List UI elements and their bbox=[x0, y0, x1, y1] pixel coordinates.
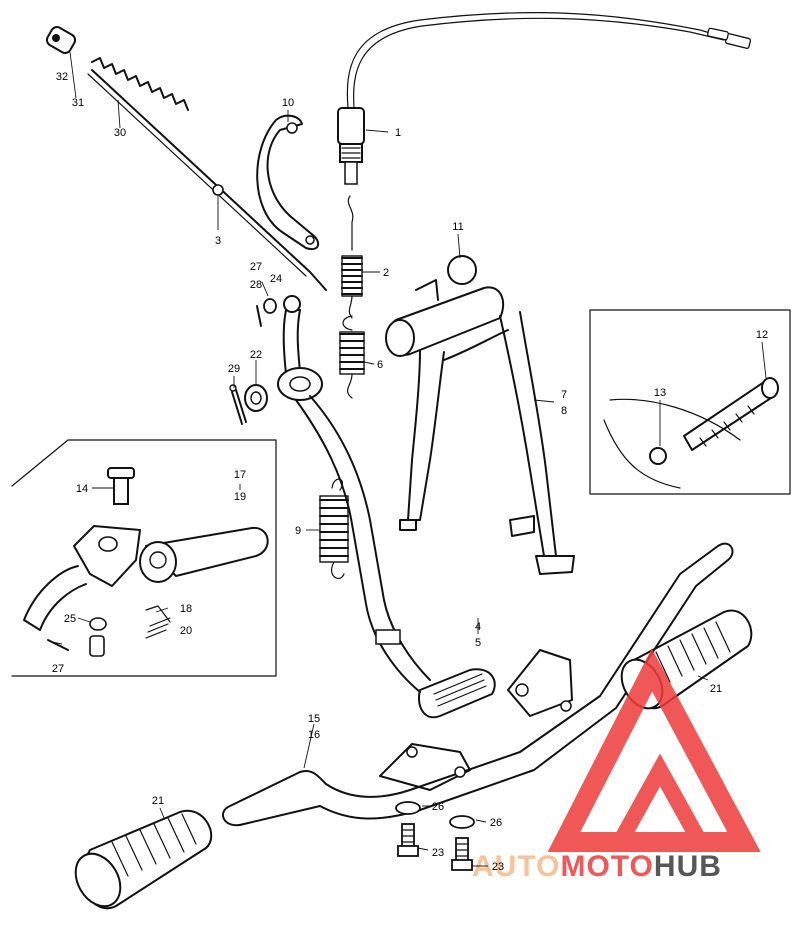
label-part-23-left: 23 bbox=[432, 847, 444, 859]
automotohub-logo: AUTOMOTOHUB bbox=[472, 648, 761, 883]
part-numbers: 1 2 3 4 5 6 7 8 9 10 11 12 13 14 15 16 1… bbox=[52, 71, 768, 873]
leader-lines bbox=[51, 51, 767, 867]
label-part-24: 24 bbox=[270, 273, 282, 285]
spring-6 bbox=[339, 315, 365, 399]
brake-rod bbox=[87, 69, 327, 291]
label-part-12: 12 bbox=[756, 329, 768, 341]
label-part-17: 17 bbox=[234, 469, 246, 481]
label-part-14: 14 bbox=[76, 483, 88, 495]
spring-2 bbox=[341, 195, 363, 319]
label-part-28: 28 bbox=[250, 279, 262, 291]
label-part-26-left: 26 bbox=[432, 801, 444, 813]
label-part-21-right: 21 bbox=[710, 683, 722, 695]
rod-spring-30 bbox=[91, 57, 189, 111]
rod-joint-32 bbox=[45, 26, 77, 54]
inset-right bbox=[589, 309, 791, 495]
pin-28 bbox=[256, 305, 262, 327]
label-part-22: 22 bbox=[250, 349, 262, 361]
bolt-23-right bbox=[451, 837, 473, 871]
label-part-27-top: 27 bbox=[250, 261, 262, 273]
label-part-20: 20 bbox=[180, 625, 192, 637]
stopper-arm-10 bbox=[256, 114, 320, 250]
label-part-16: 16 bbox=[308, 729, 320, 741]
washer-26-left bbox=[395, 801, 421, 815]
stop-light-switch bbox=[337, 107, 365, 185]
label-part-23-right: 23 bbox=[492, 861, 504, 873]
label-part-29: 29 bbox=[228, 363, 240, 375]
label-part-10: 10 bbox=[282, 97, 294, 109]
label-part-5: 5 bbox=[475, 637, 481, 649]
brake-switch-cable bbox=[346, 11, 752, 109]
label-part-21-left: 21 bbox=[152, 795, 164, 807]
label-part-25: 25 bbox=[64, 613, 76, 625]
step-bar bbox=[222, 542, 734, 827]
label-part-19: 19 bbox=[234, 491, 246, 503]
label-part-30: 30 bbox=[114, 127, 126, 139]
logo-text-auto: AUTOMOTOHUB bbox=[472, 850, 722, 883]
label-part-13: 13 bbox=[654, 387, 666, 399]
label-part-32: 32 bbox=[56, 71, 68, 83]
label-part-4: 4 bbox=[475, 621, 481, 633]
label-part-3: 3 bbox=[215, 235, 221, 247]
label-part-6: 6 bbox=[377, 359, 383, 371]
bolt-23-left bbox=[397, 823, 419, 857]
washer-24 bbox=[263, 298, 277, 314]
label-part-27-bottom: 27 bbox=[52, 663, 64, 675]
label-part-15: 15 bbox=[308, 713, 320, 725]
label-part-18: 18 bbox=[180, 603, 192, 615]
footpeg-rubber-left bbox=[74, 809, 213, 910]
washer-26-right bbox=[449, 815, 475, 829]
label-part-2: 2 bbox=[383, 267, 389, 279]
label-part-7: 7 bbox=[561, 389, 567, 401]
label-part-31: 31 bbox=[72, 97, 84, 109]
main-stand bbox=[385, 255, 575, 575]
spring-9 bbox=[319, 478, 349, 579]
brake-pedal-arm bbox=[277, 295, 496, 719]
label-part-8: 8 bbox=[561, 405, 567, 417]
label-part-11: 11 bbox=[452, 221, 463, 233]
label-part-9: 9 bbox=[295, 525, 301, 537]
label-part-26-right: 26 bbox=[490, 817, 502, 829]
washer-22 bbox=[244, 384, 268, 412]
label-part-1: 1 bbox=[395, 127, 401, 139]
inset-left bbox=[11, 439, 277, 677]
cotter-pin-29 bbox=[229, 384, 247, 425]
